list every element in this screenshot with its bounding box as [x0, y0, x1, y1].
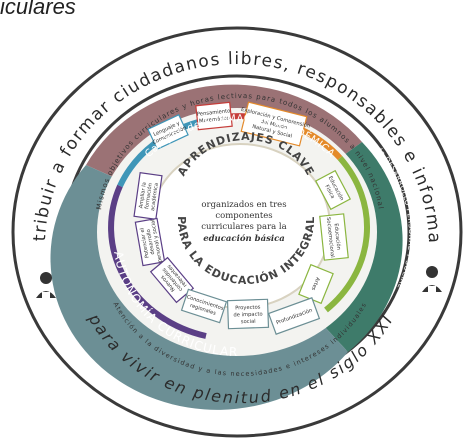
box-ampliar	[133, 172, 163, 220]
box-proyectos-line2: de impacto	[233, 311, 262, 318]
box-proyectos-line1: Proyectos	[235, 305, 261, 312]
header-fragment: iculares	[0, 0, 76, 19]
arc-autonomia	[108, 184, 207, 339]
student-left-icon	[36, 272, 56, 298]
box-conocimientos	[180, 288, 228, 324]
box-pensamiento-line1: Pensamiento	[197, 108, 231, 117]
box-potenciar-line1: Potenciar el	[139, 227, 150, 258]
student-right-icon	[422, 266, 442, 292]
box-ampliar-line3: académica	[149, 182, 160, 211]
box-exploracion	[240, 101, 308, 147]
box-potenciar-line2: desarrollo	[146, 229, 156, 255]
box-pensamiento	[195, 101, 233, 131]
box-socioemocional	[319, 213, 349, 261]
box-nuevos	[149, 256, 195, 304]
box-artes-line1: Artes	[310, 276, 321, 291]
box-ampliar-line1: Ampliar la	[138, 182, 148, 209]
box-profundizacion	[267, 297, 321, 335]
center-line-1: organizados en tres	[201, 200, 286, 210]
boxes	[133, 101, 352, 335]
box-se-line1: Educación	[333, 223, 343, 250]
box-lenguaje	[147, 114, 189, 150]
box-pensamiento-line2: Matemático	[199, 114, 230, 124]
box-proyectos-line3: social	[241, 319, 256, 326]
box-educacion-fisica	[314, 169, 352, 211]
arc-desarrollo	[324, 156, 370, 313]
center-line-3: curriculares para la	[201, 222, 286, 232]
center-line-2: componentes	[215, 211, 272, 221]
box-ampliar-line2: formación	[143, 183, 154, 210]
center-emphasis: educación básica	[203, 233, 285, 244]
box-potenciar	[134, 217, 166, 267]
box-se-line2: Socioemocional	[325, 217, 335, 258]
